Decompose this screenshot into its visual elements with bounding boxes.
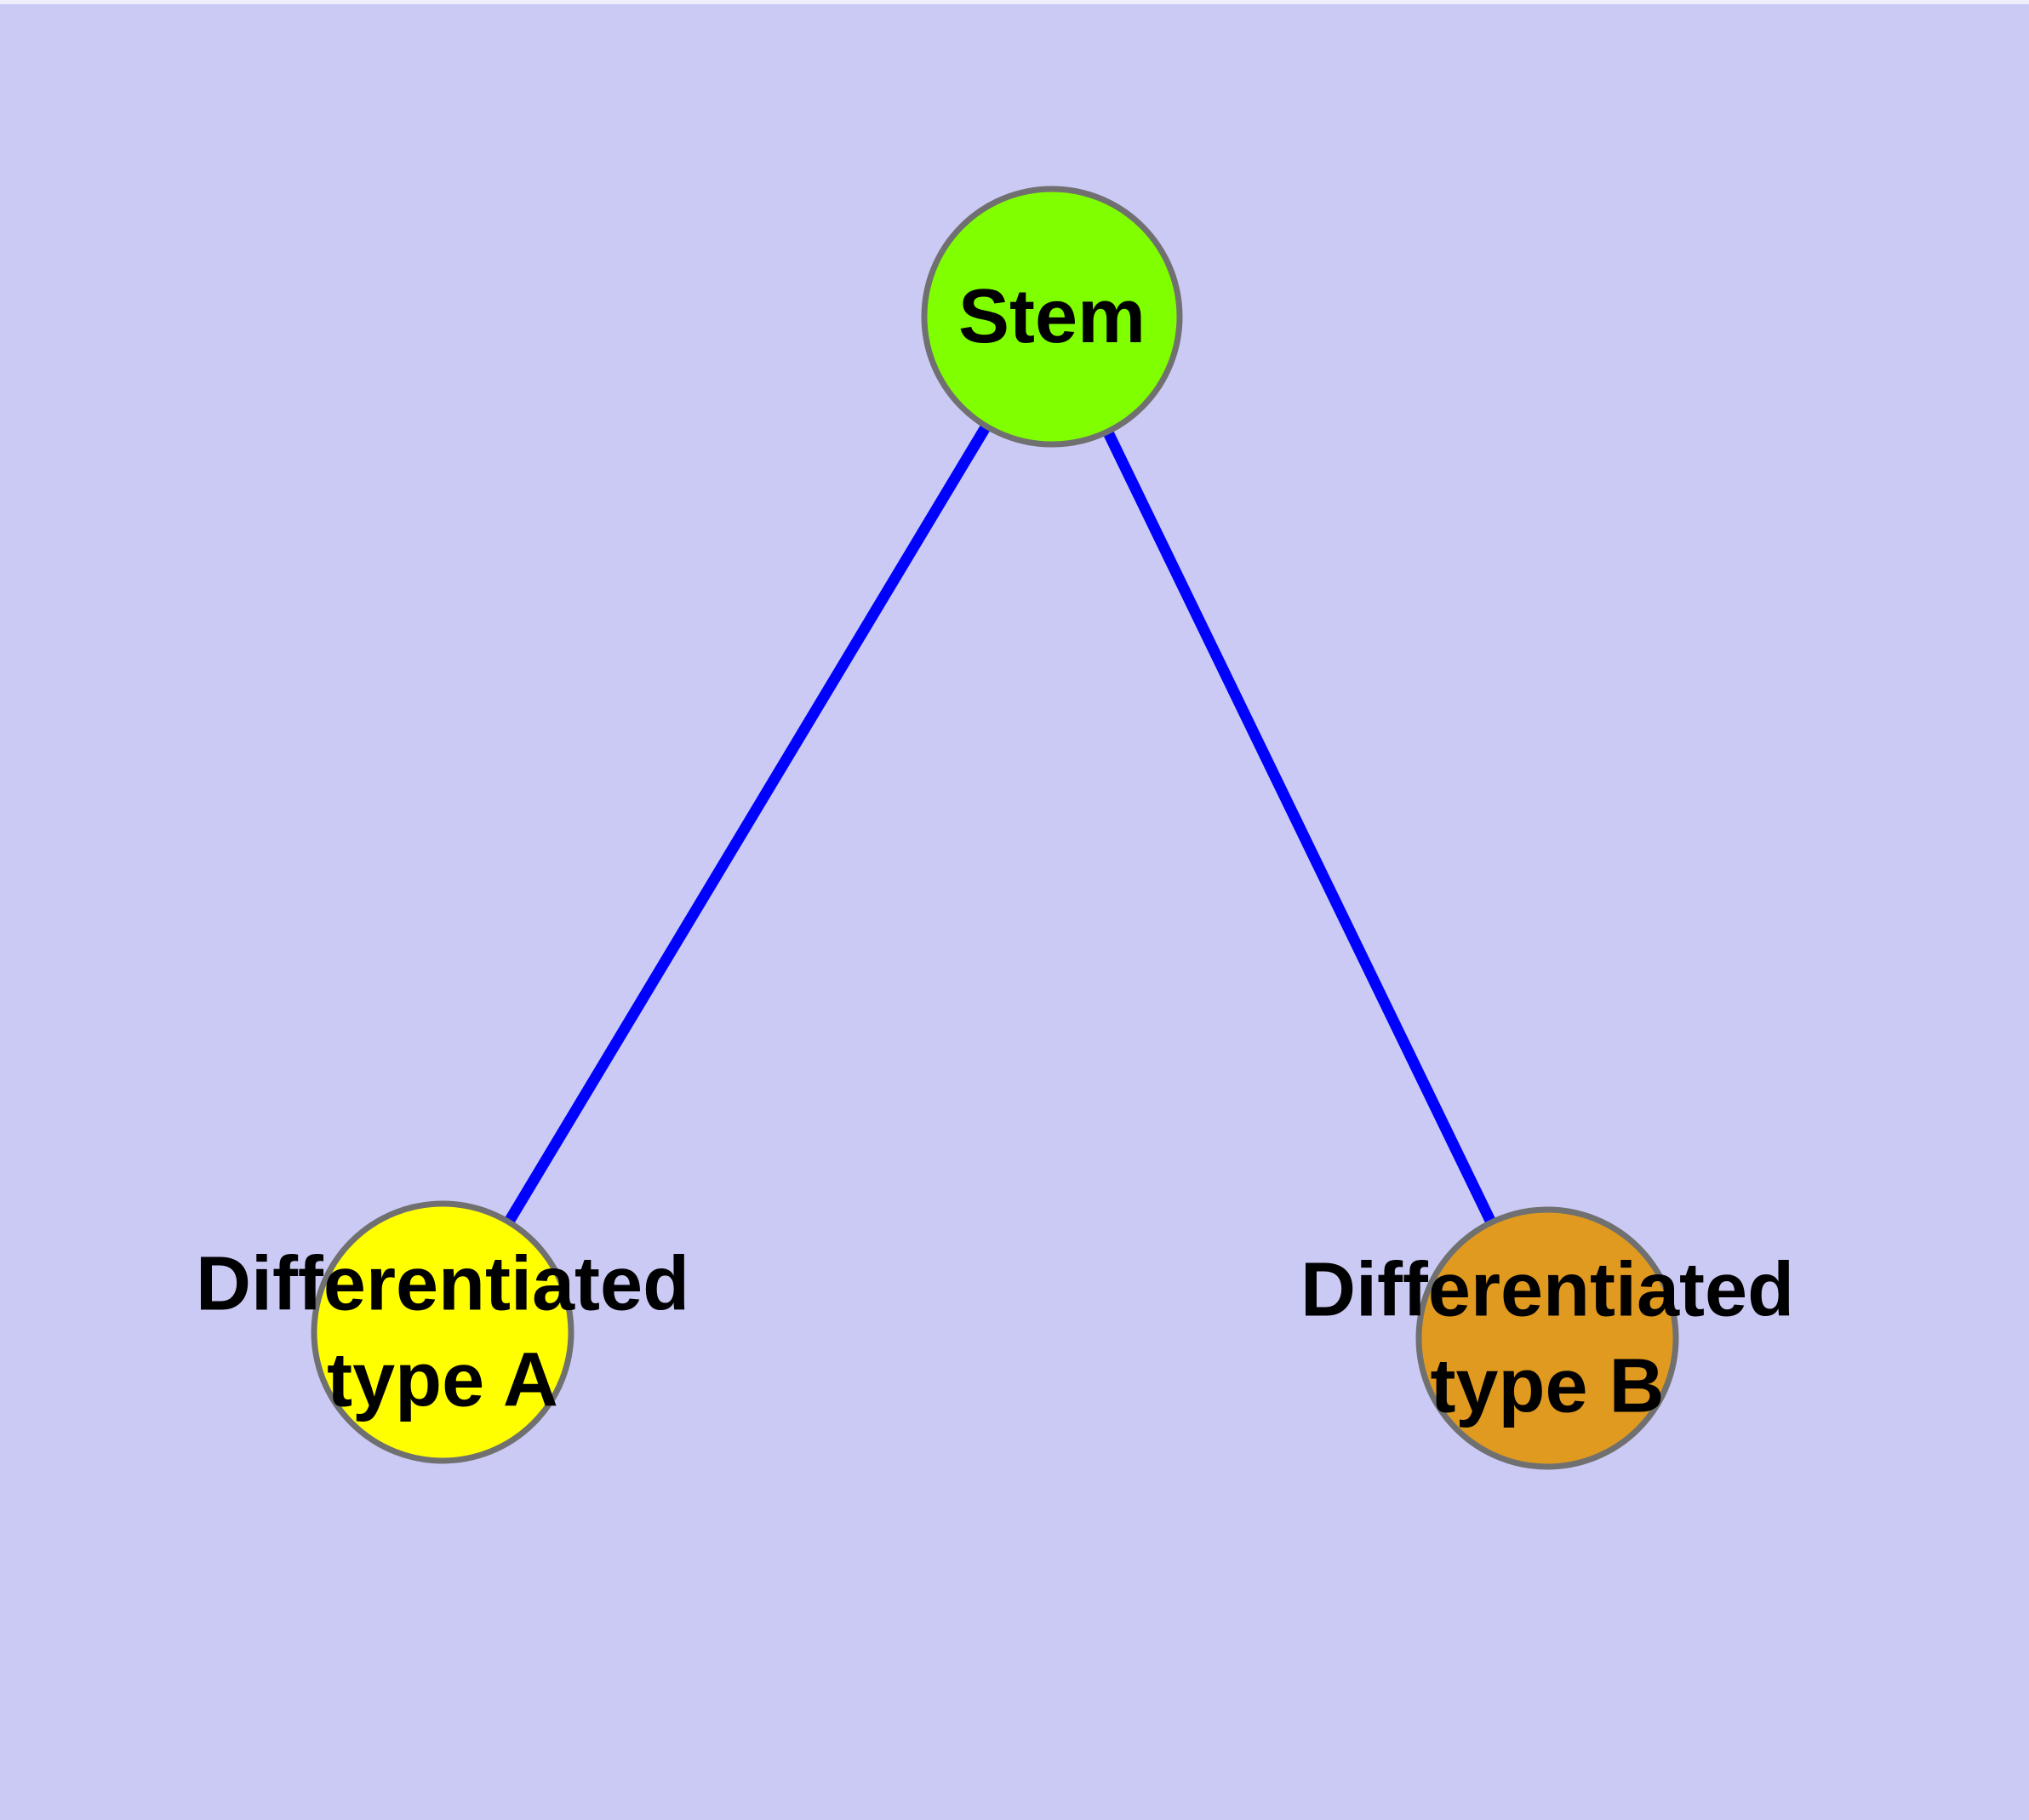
node-diff-a xyxy=(311,1200,574,1464)
node-label-stem: Stem xyxy=(958,269,1146,365)
window-top-edge xyxy=(0,0,2029,4)
node-diff-b xyxy=(1415,1206,1679,1470)
node-label-line: Differentiated xyxy=(195,1241,690,1327)
edge-stem-diff-b xyxy=(1047,314,1552,1341)
node-label-line: type B xyxy=(1430,1343,1665,1428)
node-label-line: type A xyxy=(327,1337,558,1422)
node-stem xyxy=(921,186,1183,448)
node-label-diff-b: Differentiated type B xyxy=(1300,1243,1794,1434)
edge-stem-diff-a xyxy=(437,313,1057,1336)
node-label-diff-a: Differentiated type A xyxy=(196,1237,689,1428)
node-label-line: Differentiated xyxy=(1300,1247,1795,1333)
node-label-line: Stem xyxy=(957,273,1146,359)
